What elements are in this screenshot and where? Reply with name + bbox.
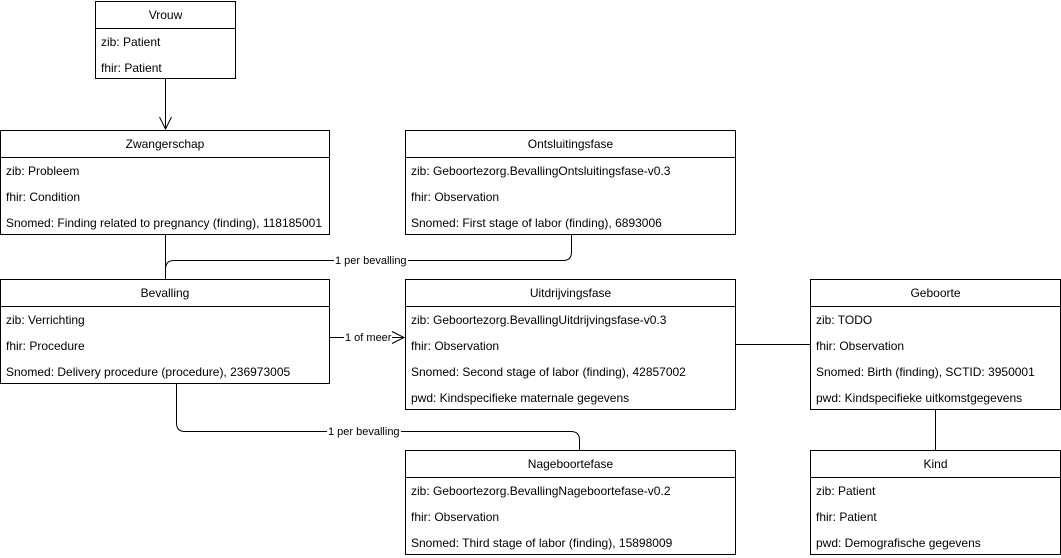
edge-label-nageboortefase: 1 per bevalling: [327, 426, 401, 438]
entity-attribute: fhir: Observation: [411, 190, 500, 204]
entity-attribute: Snomed: Second stage of labor (finding),…: [411, 365, 686, 379]
entity-nageboortefase[interactable]: Nageboortefase zib: Geboortezorg.Bevalli…: [405, 450, 736, 555]
entity-attribute: fhir: Procedure: [6, 339, 85, 353]
entity-attribute: zib: Geboortezorg.BevallingNageboortefas…: [411, 484, 671, 498]
entity-title: Nageboortefase: [406, 451, 735, 478]
entity-attribute: zib: Verrichting: [6, 313, 85, 327]
entity-title: Geboorte: [811, 280, 1060, 307]
edge-label-uitdrijvingsfase: 1 of meer: [344, 332, 393, 344]
entity-attribute: zib: TODO: [816, 313, 873, 327]
entity-attribute: pwd: Demografische gegevens: [816, 536, 981, 550]
entity-attribute: zib: Probleem: [6, 164, 80, 178]
entity-vrouw[interactable]: Vrouw zib: Patient fhir: Patient: [95, 1, 236, 79]
entity-attribute: pwd: Kindspecifieke maternale gegevens: [411, 391, 630, 405]
entity-attribute: fhir: Observation: [411, 510, 500, 524]
entity-attribute: Snomed: Third stage of labor (finding), …: [411, 536, 673, 550]
entity-attribute: pwd: Kindspecifieke uitkomstgegevens: [816, 391, 1023, 405]
entity-title: Vrouw: [96, 2, 235, 29]
entity-attribute: Snomed: Finding related to pregnancy (fi…: [6, 216, 322, 230]
entity-attribute: fhir: Patient: [101, 61, 162, 75]
edge-label-ontsluitingsfase: 1 per bevalling: [334, 255, 408, 267]
entity-attribute: fhir: Condition: [6, 190, 81, 204]
entity-title: Uitdrijvingsfase: [406, 280, 735, 307]
arrowhead-uitdrijvingsfase: [391, 331, 406, 344]
entity-title: Ontsluitingsfase: [406, 131, 735, 158]
entity-attribute: fhir: Observation: [411, 339, 500, 353]
entity-attribute: fhir: Observation: [816, 339, 905, 353]
entity-title: Zwangerschap: [1, 131, 329, 158]
entity-ontsluitingsfase[interactable]: Ontsluitingsfase zib: Geboortezorg.Beval…: [405, 130, 736, 235]
arrowhead-zwangerschap: [159, 116, 172, 131]
entity-zwangerschap[interactable]: Zwangerschap zib: Probleem fhir: Conditi…: [0, 130, 330, 235]
entity-uitdrijvingsfase[interactable]: Uitdrijvingsfase zib: Geboortezorg.Beval…: [405, 279, 736, 410]
entity-geboorte[interactable]: Geboorte zib: TODO fhir: Observation Sno…: [810, 279, 1061, 410]
entity-bevalling[interactable]: Bevalling zib: Verrichting fhir: Procedu…: [0, 279, 330, 384]
entity-title: Kind: [811, 451, 1060, 478]
entity-attribute: Snomed: First stage of labor (finding), …: [411, 216, 662, 230]
entity-attribute: zib: Patient: [816, 484, 876, 498]
entity-title: Bevalling: [1, 280, 329, 307]
entity-attribute: zib: Geboortezorg.BevallingUitdrijvingsf…: [411, 313, 667, 327]
entity-attribute: zib: Patient: [101, 35, 161, 49]
entity-kind[interactable]: Kind zib: Patient fhir: Patient pwd: Dem…: [810, 450, 1061, 555]
entity-attribute: fhir: Patient: [816, 510, 877, 524]
entity-attribute: Snomed: Birth (finding), SCTID: 3950001: [816, 365, 1035, 379]
entity-attribute: Snomed: Delivery procedure (procedure), …: [6, 365, 291, 379]
entity-attribute: zib: Geboortezorg.BevallingOntsluitingsf…: [411, 164, 671, 178]
